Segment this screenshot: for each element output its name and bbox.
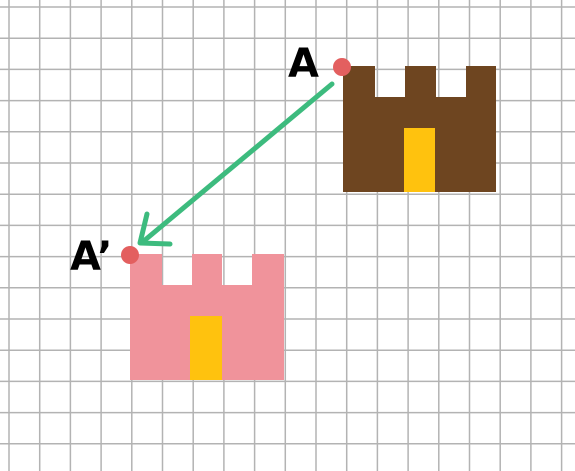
image-castle-door [190, 316, 222, 380]
point-a-prime-label: A’ [70, 234, 112, 280]
point-a-prime [121, 246, 139, 264]
original-castle [343, 66, 496, 192]
image-castle [130, 254, 284, 380]
point-a [333, 58, 351, 76]
point-a-label: A [288, 41, 319, 87]
original-castle-door [404, 128, 435, 192]
